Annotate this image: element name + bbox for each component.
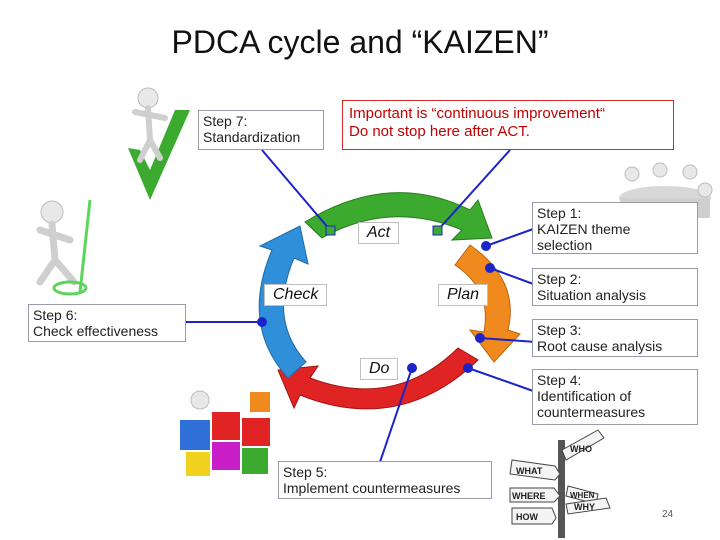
step7-number: Step 7: [203,113,248,129]
connector-dots [325,225,443,236]
page-title: PDCA cycle and “KAIZEN” [171,24,549,60]
step1-number: Step 1: [537,205,582,221]
step4-box: Step 4: Identification of countermeasure… [532,369,698,425]
connector-end-dots [257,241,495,373]
step3-box: Step 3: Root cause analysis [532,319,698,357]
do-label: Do [360,358,399,380]
step1-label-line1: KAIZEN theme [537,221,631,237]
note-line1: Important is “continuous improvement“ [349,105,605,122]
plan-label: Plan [438,284,489,306]
step4-label-line2: countermeasures [537,404,646,420]
continuous-improvement-note: Important is “continuous improvement“ Do… [342,100,674,150]
step6-label: Check effectiveness [33,323,159,339]
signpost-when: WHEN [570,491,595,500]
puzzle-blocks-icon [180,390,270,476]
signpost-where: WHERE [512,491,546,501]
step4-label-line1: Identification of [537,388,632,404]
step5-label: Implement countermeasures [283,480,461,496]
act-label: Act [358,222,400,244]
note-line2: Do not stop here after ACT. [349,123,530,140]
checkmark-figure-icon [128,87,190,200]
act-arrow [304,192,493,241]
measuring-figure-icon [36,199,92,296]
step5-number: Step 5: [283,464,328,480]
step2-label: Situation analysis [537,287,646,303]
step3-number: Step 3: [537,322,582,338]
signpost-what: WHAT [516,466,543,476]
step4-number: Step 4: [537,372,582,388]
check-label: Check [264,284,328,306]
page-number: 24 [662,509,674,520]
check-arrow [258,225,309,379]
step5-box: Step 5: Implement countermeasures [278,461,492,499]
signpost-how: HOW [516,512,539,522]
signpost-icon: WHAT WHO WHERE WHEN WHY HOW [509,429,611,538]
do-arrow [277,347,479,410]
signpost-who: WHO [570,444,592,454]
step3-label: Root cause analysis [537,338,663,354]
step6-number: Step 6: [33,307,78,323]
step2-number: Step 2: [537,271,582,287]
step2-box: Step 2: Situation analysis [532,268,698,306]
step6-box: Step 6: Check effectiveness [28,304,186,342]
step7-box: Step 7: Standardization [198,110,324,150]
signpost-why: WHY [574,502,595,512]
connector-lines [186,149,537,463]
step1-label-line2: selection [537,237,593,253]
step7-label: Standardization [203,129,301,145]
step1-box: Step 1: KAIZEN theme selection [532,202,698,254]
